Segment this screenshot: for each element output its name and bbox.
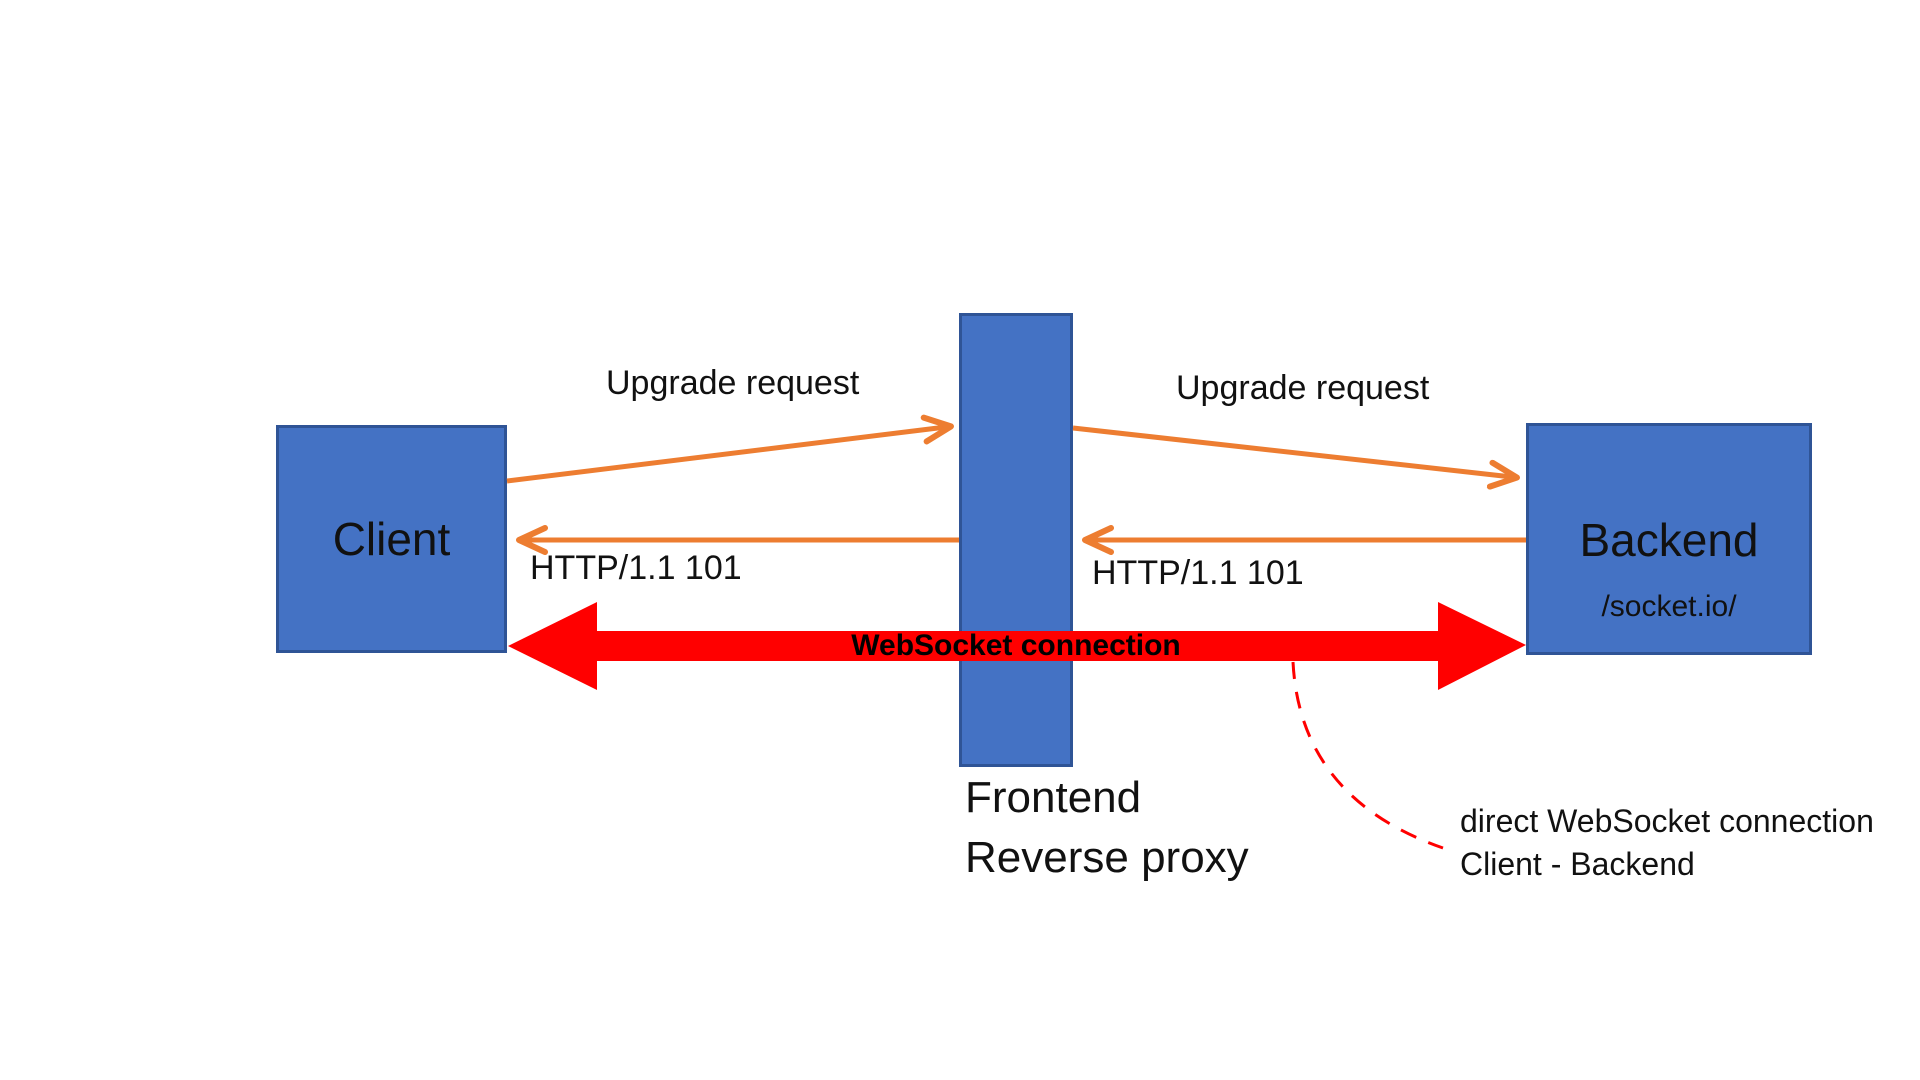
frontend-reverse-proxy-caption: Frontend Reverse proxy <box>965 768 1249 888</box>
http-101-label-right: HTTP/1.1 101 <box>1092 554 1304 592</box>
websocket-connection-label: WebSocket connection <box>851 629 1181 662</box>
backend-box: Backend /socket.io/ <box>1526 423 1812 655</box>
client-box: Client <box>276 425 507 653</box>
frontend-reverse-proxy-box <box>959 313 1073 767</box>
upgrade-request-label-left: Upgrade request <box>606 364 860 402</box>
direct-websocket-annotation: direct WebSocket connection Client - Bac… <box>1460 800 1874 886</box>
annotation-callout-dashed-curve <box>1291 661 1444 850</box>
http-101-label-left: HTTP/1.1 101 <box>530 549 742 587</box>
backend-box-label: Backend <box>1579 514 1759 566</box>
annotation-line2: Client - Backend <box>1460 846 1695 882</box>
backend-socketio-path-label: /socket.io/ <box>1601 590 1737 623</box>
annotation-line1: direct WebSocket connection <box>1460 803 1874 839</box>
client-box-label: Client <box>332 513 451 565</box>
upgrade-request-arrow-right <box>1072 425 1520 490</box>
upgrade-request-label-right: Upgrade request <box>1176 369 1430 407</box>
upgrade-request-arrow-left <box>506 414 954 484</box>
proxy-caption-line1: Frontend <box>965 773 1142 822</box>
proxy-caption-line2: Reverse proxy <box>965 833 1249 882</box>
websocket-connection-arrow <box>508 602 1526 690</box>
